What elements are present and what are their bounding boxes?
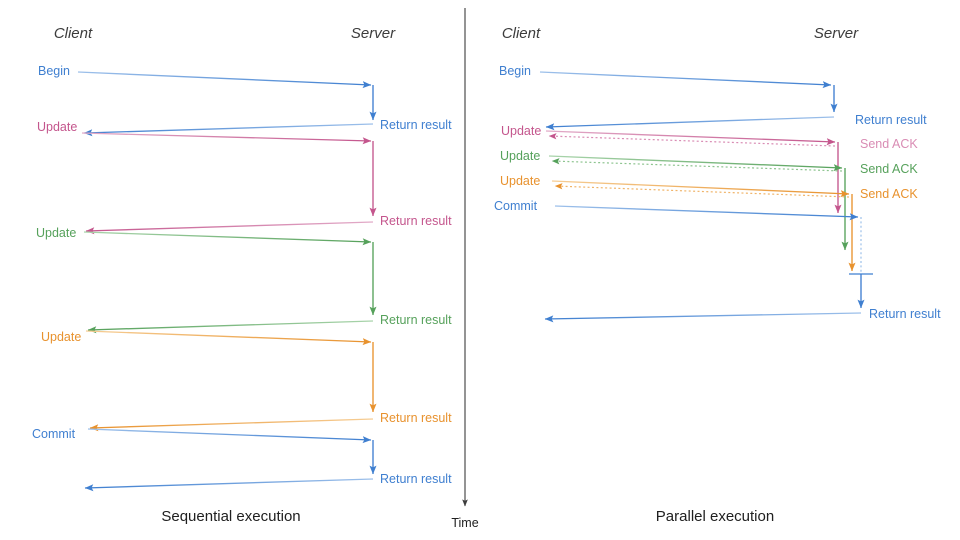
left-message-update-1: Update Return result <box>37 120 452 235</box>
left-arrow-update-1-return <box>85 221 374 235</box>
right-actor-server-label: Server <box>814 25 859 42</box>
left-arrow-update-2 <box>83 231 372 246</box>
left-arrow-commit-return <box>84 478 374 492</box>
right-arrow-begin-return <box>545 116 835 131</box>
left-arrow-update-3-return <box>89 418 374 432</box>
left-message-update-3: Update Return result <box>41 330 452 432</box>
left-arrow-update-2-return <box>87 320 374 334</box>
left-panel-sequential: Client Server Begin Return result Update… <box>32 25 452 525</box>
right-arrow-begin <box>539 71 832 89</box>
left-label-update-1-return: Return result <box>380 214 452 228</box>
right-arrow-update-2 <box>548 155 843 172</box>
left-label-update-3: Update <box>41 330 81 344</box>
left-label-begin-return: Return result <box>380 118 452 132</box>
left-actor-server-label: Server <box>351 25 396 42</box>
right-label-update-1: Update <box>501 124 541 138</box>
left-arrow-begin <box>77 71 372 89</box>
left-message-commit: Commit Return result <box>32 427 452 492</box>
left-label-commit-return: Return result <box>380 472 452 486</box>
left-label-update-2: Update <box>36 226 76 240</box>
right-label-begin-return: Return result <box>855 113 927 127</box>
right-label-update-2: Update <box>500 149 540 163</box>
right-label-ack-3: Send ACK <box>860 187 918 201</box>
left-label-update-2-return: Return result <box>380 313 452 327</box>
left-label-begin: Begin <box>38 64 70 78</box>
left-label-update-3-return: Return result <box>380 411 452 425</box>
right-label-update-3: Update <box>500 174 540 188</box>
right-arrow-update-3 <box>551 180 850 198</box>
left-arrow-commit <box>87 428 372 444</box>
right-arrow-commit-return <box>544 312 862 323</box>
right-arrow-ack-1 <box>548 133 836 147</box>
right-label-commit-return: Return result <box>869 307 941 321</box>
right-label-begin: Begin <box>499 64 531 78</box>
right-arrow-commit <box>554 205 859 221</box>
right-label-ack-2: Send ACK <box>860 162 918 176</box>
left-message-update-2: Update Return result <box>36 226 452 334</box>
right-label-commit: Commit <box>494 199 538 213</box>
right-message-update-1: Update Send ACK <box>501 124 918 214</box>
time-axis-label: Time <box>451 516 478 530</box>
right-panel-parallel: Client Server Begin Return result Update… <box>494 25 941 525</box>
left-label-update-1: Update <box>37 120 77 134</box>
right-arrow-ack-3 <box>554 183 850 198</box>
right-arrow-update-1 <box>545 130 836 146</box>
left-label-commit: Commit <box>32 427 76 441</box>
left-panel-caption: Sequential execution <box>161 508 300 525</box>
time-axis: Time <box>451 8 479 530</box>
right-actor-client-label: Client <box>502 25 541 42</box>
left-actor-client-label: Client <box>54 25 93 42</box>
left-message-begin: Begin Return result <box>38 64 452 137</box>
right-message-update-2: Update Send ACK <box>500 149 918 251</box>
right-message-begin: Begin Return result <box>499 64 927 131</box>
right-label-ack-1: Send ACK <box>860 137 918 151</box>
right-message-update-3: Update Send ACK <box>500 174 918 272</box>
left-arrow-update-3 <box>85 330 372 346</box>
right-message-commit: Commit Return result <box>494 199 941 323</box>
right-panel-caption: Parallel execution <box>656 508 774 525</box>
left-arrow-begin-return <box>83 123 374 137</box>
left-arrow-update-1 <box>81 132 372 145</box>
